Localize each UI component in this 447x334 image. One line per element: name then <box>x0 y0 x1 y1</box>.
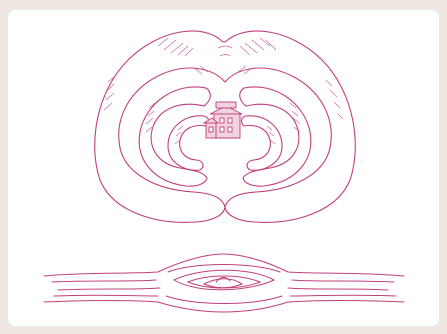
house-icon <box>204 102 242 138</box>
illustration-card <box>8 10 439 326</box>
inner-ridge-right <box>240 87 311 186</box>
inner-ridge-left <box>139 87 210 186</box>
landform-cross-section <box>44 254 404 312</box>
small-ridge-left <box>168 116 208 170</box>
landform-illustration <box>8 10 439 326</box>
small-ridge-right <box>242 116 282 170</box>
